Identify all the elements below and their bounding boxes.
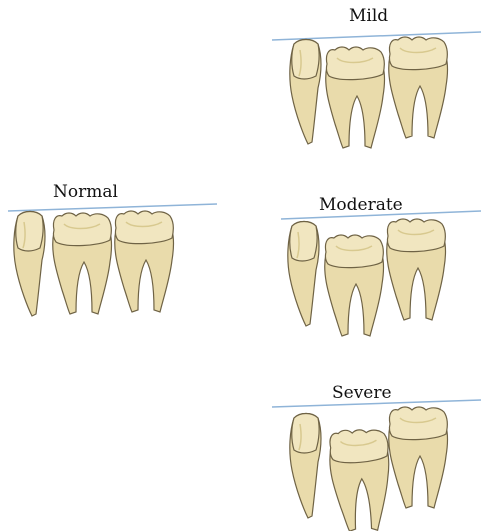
occlusal-line-moderate xyxy=(281,211,481,219)
occlusal-line-mild xyxy=(272,32,481,40)
panel-severe xyxy=(272,400,481,531)
panel-moderate xyxy=(281,211,481,336)
premolar-normal xyxy=(14,212,45,317)
molar-severe-2 xyxy=(389,407,448,508)
premolar-moderate xyxy=(288,222,319,327)
occlusal-line-normal xyxy=(8,204,217,211)
panel-mild xyxy=(272,32,481,148)
panel-normal xyxy=(8,204,217,316)
molar-severe-1 xyxy=(329,429,391,531)
molar-mild-2 xyxy=(389,37,448,138)
molar-mild-1 xyxy=(326,47,385,148)
molar-normal-2 xyxy=(115,211,174,312)
premolar-mild xyxy=(290,40,321,145)
premolar-severe xyxy=(290,414,321,519)
molar-moderate-1 xyxy=(325,235,384,336)
occlusal-line-severe xyxy=(272,400,481,407)
molar-normal-1 xyxy=(53,213,112,314)
molar-moderate-2 xyxy=(387,219,446,320)
